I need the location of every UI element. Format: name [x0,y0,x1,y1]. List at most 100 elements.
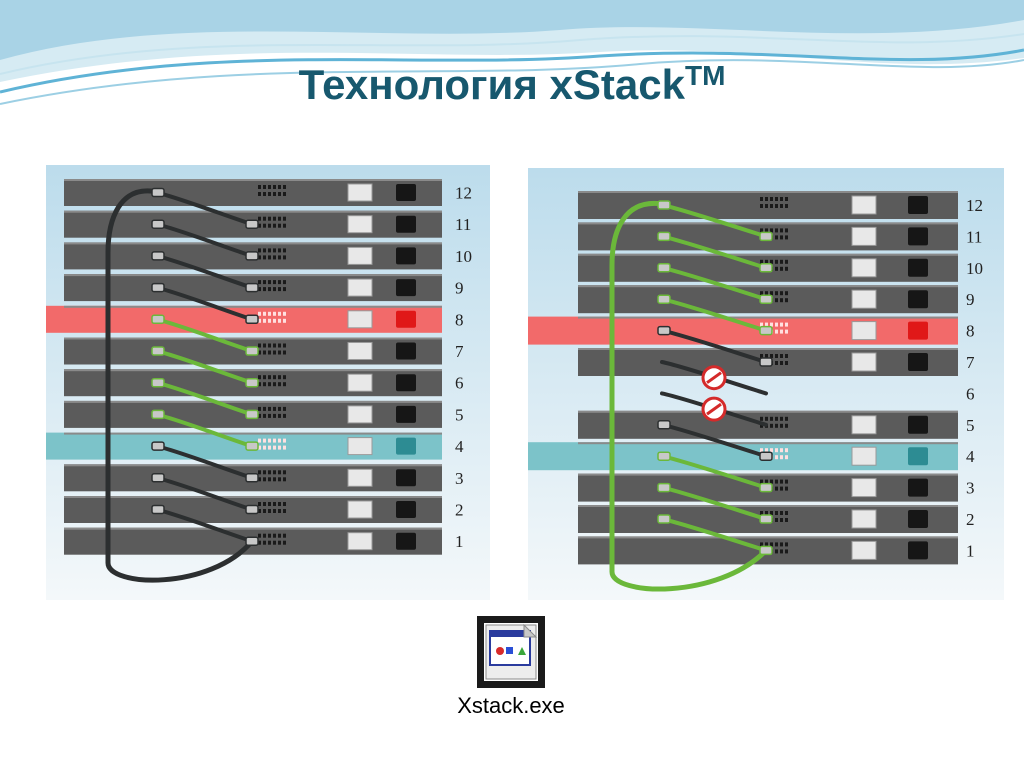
power-socket [908,541,928,559]
port-led [273,217,276,221]
port-led [785,330,788,334]
module-slot [852,290,876,308]
power-socket [396,501,416,518]
port-led [268,407,271,411]
cable-connector [760,295,772,303]
unit-number-label: 9 [966,290,975,309]
port-led [278,217,281,221]
cable-connector [760,358,772,366]
power-socket [908,416,928,434]
port-led [258,312,261,316]
port-led [775,204,778,208]
power-socket [396,438,416,455]
port-led [775,480,778,484]
port-led [278,312,281,316]
port-led [278,224,281,228]
cable-connector [152,284,164,292]
cable-connector [658,515,670,523]
port-led [283,287,286,291]
port-led [785,361,788,365]
port-led [785,204,788,208]
port-led [780,518,783,522]
port-led [263,407,266,411]
power-socket [908,259,928,277]
unit-number-label: 12 [455,184,472,203]
port-led [268,217,271,221]
switch-unit [46,306,442,333]
port-led [258,439,261,443]
cable-connector [246,347,258,355]
port-led [273,446,276,450]
unit-number-label: 12 [966,196,983,215]
file-name-label[interactable]: Xstack.exe [436,693,586,719]
power-socket [908,196,928,214]
port-led [273,439,276,443]
unit-number-label: 3 [455,469,464,488]
port-led [785,455,788,459]
trademark-mark: TM [685,60,725,91]
port-led [775,197,778,201]
unit-number-label: 1 [455,532,464,551]
port-led [780,487,783,491]
switch-edge [64,464,442,466]
port-led [283,344,286,348]
port-led [785,323,788,327]
switch-unit [528,317,958,345]
port-led [263,439,266,443]
port-led [780,354,783,358]
port-led [268,509,271,513]
cable-connector [246,284,258,292]
port-led [780,424,783,428]
port-led [283,470,286,474]
port-led [278,414,281,418]
port-led [278,439,281,443]
cable-connector [760,484,772,492]
port-led [263,185,266,189]
unit-number-label: 4 [455,437,464,456]
unit-number-label: 3 [966,479,975,498]
port-led [283,375,286,379]
port-led [785,228,788,232]
port-led [283,541,286,545]
port-led [780,298,783,302]
module-slot [348,406,372,423]
port-led [283,280,286,284]
module-slot [852,510,876,528]
port-led [258,217,261,221]
port-led [283,248,286,252]
port-led [278,407,281,411]
module-slot [348,184,372,201]
port-led [785,354,788,358]
cable-connector [246,537,258,545]
port-led [268,224,271,228]
port-led [775,542,778,546]
cable-connector [246,442,258,450]
port-led [780,197,783,201]
port-led [765,197,768,201]
unit-number-label: 11 [455,215,471,234]
port-led [263,192,266,196]
unit-number-label: 6 [455,374,464,393]
port-led [268,382,271,386]
application-window-icon[interactable] [476,615,546,689]
port-led [268,280,271,284]
port-led [283,319,286,323]
port-led [785,542,788,546]
port-led [283,185,286,189]
switch-edge [578,474,958,476]
port-led [273,470,276,474]
switch-edge [578,222,958,224]
port-led [263,287,266,291]
port-led [780,260,783,264]
port-led [283,439,286,443]
unit-number-label: 2 [966,510,975,529]
cable-connector [658,484,670,492]
port-led [268,502,271,506]
port-led [263,351,266,355]
port-led [273,185,276,189]
port-led [263,414,266,418]
port-led [283,351,286,355]
unit-number-label: 1 [966,541,975,560]
cable-connector [246,315,258,323]
port-led [273,407,276,411]
